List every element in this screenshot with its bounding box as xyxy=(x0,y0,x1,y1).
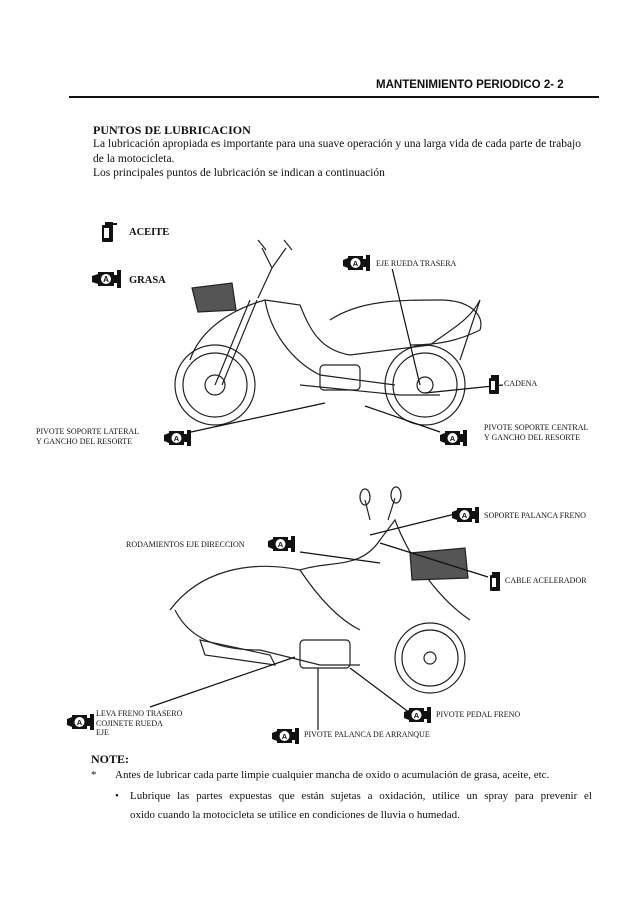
grease-gun-icon: A xyxy=(164,430,194,446)
label-pivote-palanca-arranque: PIVOTE PALANCA DE ARRANQUE xyxy=(304,730,430,740)
svg-text:A: A xyxy=(353,259,359,268)
note-bullet: • xyxy=(115,786,119,806)
label-soporte-palanca-freno: SOPORTE PALANCA FRENO xyxy=(484,511,586,521)
grease-gun-icon: A xyxy=(343,255,373,271)
svg-text:A: A xyxy=(174,434,180,443)
svg-text:A: A xyxy=(450,434,456,443)
note-item-1: Antes de lubricar cada parte limpie cual… xyxy=(115,765,549,785)
grease-gun-icon: A xyxy=(452,507,482,523)
label-cadena: CADENA xyxy=(504,379,537,389)
label-pivote-soporte-lateral: PIVOTE SOPORTE LATERAL Y GANCHO DEL RESO… xyxy=(36,427,139,446)
svg-text:A: A xyxy=(278,540,284,549)
label-leva-freno-trasero: LEVA FRENO TRASERO COJINETE RUEDA EJE xyxy=(96,709,182,738)
label-rodamientos-eje-direccion: RODAMIENTOS EJE DIRECCION xyxy=(126,540,245,550)
oil-can-icon xyxy=(487,375,503,395)
grease-gun-icon: A xyxy=(272,728,302,744)
note-item-2-line-1: Lubrique las partes expuestas que están … xyxy=(130,786,592,806)
oil-can-icon xyxy=(488,572,504,592)
note-item-2-line-2: oxido cuando la motocicleta se utilice e… xyxy=(130,805,460,825)
grease-gun-icon: A xyxy=(404,707,434,723)
label-pivote-soporte-central: PIVOTE SOPORTE CENTRAL Y GANCHO DEL RESO… xyxy=(484,423,588,442)
label-cable-acelerador: CABLE ACELERADOR xyxy=(505,576,587,586)
note-star: * xyxy=(91,765,97,785)
svg-text:A: A xyxy=(282,732,288,741)
grease-gun-icon: A xyxy=(268,536,298,552)
svg-text:A: A xyxy=(462,511,468,520)
label-pivote-pedal-freno: PIVOTE PEDAL FRENO xyxy=(436,710,520,720)
grease-gun-icon: A xyxy=(67,714,97,730)
svg-text:A: A xyxy=(77,718,83,727)
svg-text:A: A xyxy=(414,711,420,720)
label-eje-rueda-trasera: EJE RUEDA TRASERA xyxy=(376,259,456,269)
grease-gun-icon: A xyxy=(440,430,470,446)
